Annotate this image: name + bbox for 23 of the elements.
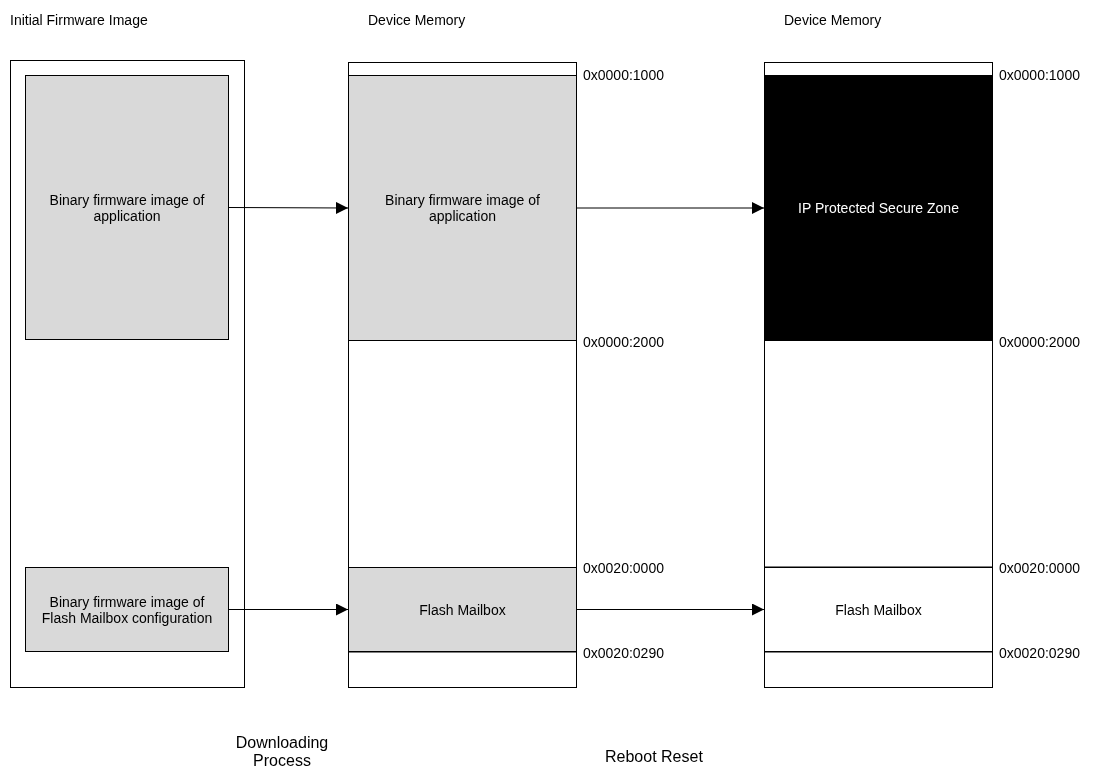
binary-image-block: Binary firmware image of application — [25, 75, 229, 340]
address-label: 0x0020:0290 — [583, 645, 664, 661]
address-label: 0x0020:0290 — [999, 645, 1080, 661]
binary-image-block: Binary firmware image of Flash Mailbox configuration — [25, 567, 229, 652]
address-label: 0x0000:2000 — [583, 334, 664, 350]
arrow — [228, 603, 349, 616]
address-label: 0x0000:1000 — [999, 67, 1080, 83]
process-label: Downloading Process — [234, 734, 330, 770]
column-heading: Device Memory — [368, 12, 466, 28]
arrow — [228, 201, 349, 214]
address-label: 0x0020:0000 — [583, 560, 664, 576]
address-label: 0x0000:1000 — [583, 67, 664, 83]
memory-region: Flash Mailbox — [764, 567, 993, 652]
address-label: 0x0020:0000 — [999, 560, 1080, 576]
memory-region: Flash Mailbox — [348, 567, 577, 652]
address-label: 0x0000:2000 — [999, 334, 1080, 350]
column-heading: Initial Firmware Image — [10, 12, 148, 28]
memory-region: Binary firmware image of application — [348, 75, 577, 341]
process-label: Reboot Reset — [605, 748, 703, 766]
memory-region: IP Protected Secure Zone — [764, 75, 993, 341]
column-heading: Device Memory — [784, 12, 882, 28]
arrow — [576, 603, 765, 616]
arrow — [576, 202, 765, 214]
